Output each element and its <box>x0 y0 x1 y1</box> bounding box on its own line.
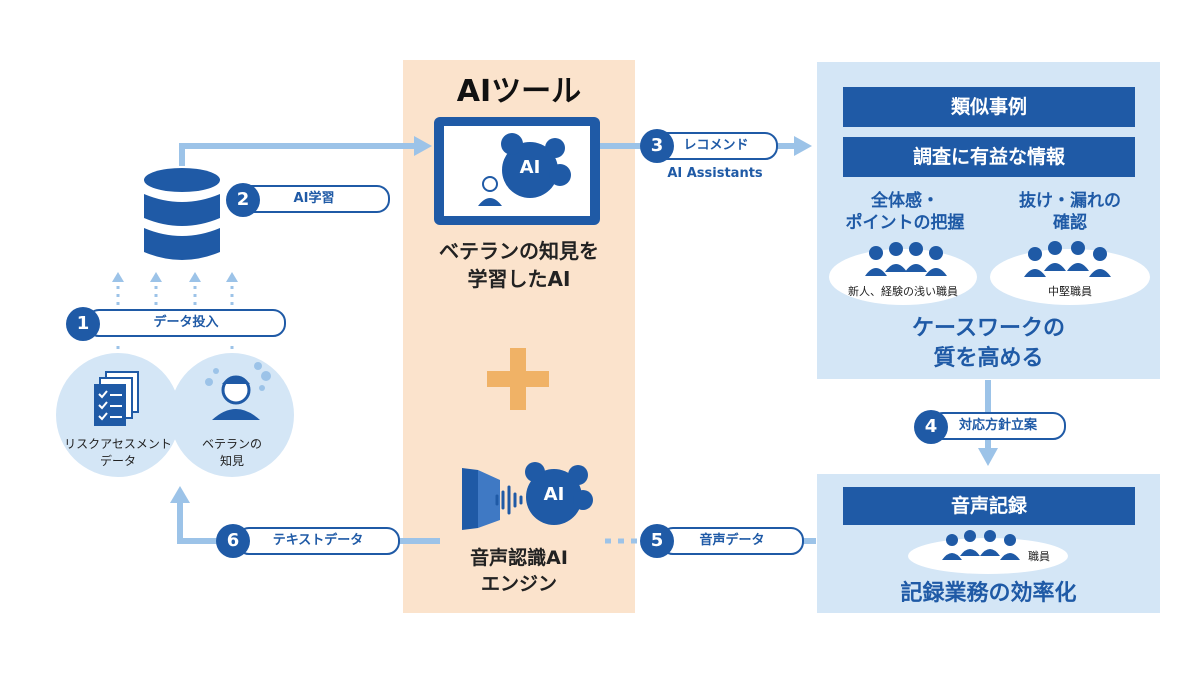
step-4-number: 4 <box>914 410 948 444</box>
step-2-pill: AI学習 <box>238 185 390 213</box>
step-6-pill: テキストデータ <box>236 527 400 555</box>
step-1-label: データ投入 <box>153 315 219 330</box>
midcareer-ellipse <box>990 249 1150 305</box>
step-5-number: 5 <box>640 524 674 558</box>
veteran-ai-label: ベテランの知見を 学習したAI <box>439 239 599 291</box>
ai-tool-title: AIツール <box>456 74 582 109</box>
risk-data-label: リスクアセスメント データ <box>64 437 172 468</box>
similar-cases-banner: 類似事例 <box>843 87 1135 127</box>
speech-ai-label: 音声認識AI エンジン <box>470 547 568 595</box>
newcomer-group-icon <box>865 242 947 276</box>
newcomer-label: 新人、経験の浅い職員 <box>848 285 958 298</box>
record-efficiency-text: 記録業務の効率化 <box>900 581 1077 606</box>
step-2-label: AI学習 <box>293 191 335 206</box>
tablet-ai-badge: AI <box>519 157 541 178</box>
step-6-number: 6 <box>216 524 250 558</box>
step-3-label: レコメンド <box>683 138 749 153</box>
casework-quality-text: ケースワークの 質を高める <box>912 316 1065 371</box>
step-2-number: 2 <box>226 183 260 217</box>
step-1-pill: データ投入 <box>86 309 286 337</box>
midcareer-group-icon <box>1024 241 1111 277</box>
voice-ai-badge: AI <box>543 484 565 505</box>
dotted-arrowheads <box>112 272 238 282</box>
ai-learning-arrow <box>179 143 418 166</box>
step-5-label: 音声データ <box>699 533 765 548</box>
staff-group-icon <box>942 530 1020 560</box>
recommend-subtitle: AI Assistants <box>667 166 763 181</box>
voice-ai-icon <box>462 462 593 530</box>
midcareer-label: 中堅職員 <box>1048 285 1092 298</box>
database-icon <box>144 168 220 260</box>
document-stack-icon <box>94 371 139 426</box>
step-4-label: 対応方針立案 <box>958 418 1037 433</box>
staff-label: 職員 <box>1028 550 1050 563</box>
tablet-ai-icon <box>434 117 600 225</box>
useful-info-banner: 調査に有益な情報 <box>843 137 1135 177</box>
step-3-pill: レコメンド <box>654 132 778 160</box>
step-4-pill: 対応方針立案 <box>930 412 1066 440</box>
voice-record-banner: 音声記録 <box>843 487 1135 525</box>
step-5-pill: 音声データ <box>660 527 804 555</box>
overview-heading: 全体感・ ポイントの把握 <box>845 191 965 233</box>
step-3-number: 3 <box>640 129 674 163</box>
newcomer-ellipse <box>829 249 977 305</box>
veteran-thinking-icon <box>205 362 271 420</box>
step-1-number: 1 <box>66 307 100 341</box>
step-6-label: テキストデータ <box>272 533 364 548</box>
omission-check-heading: 抜け・漏れの 確認 <box>1019 191 1121 233</box>
veteran-knowledge-label: ベテランの 知見 <box>201 437 262 468</box>
plus-icon <box>487 348 549 410</box>
